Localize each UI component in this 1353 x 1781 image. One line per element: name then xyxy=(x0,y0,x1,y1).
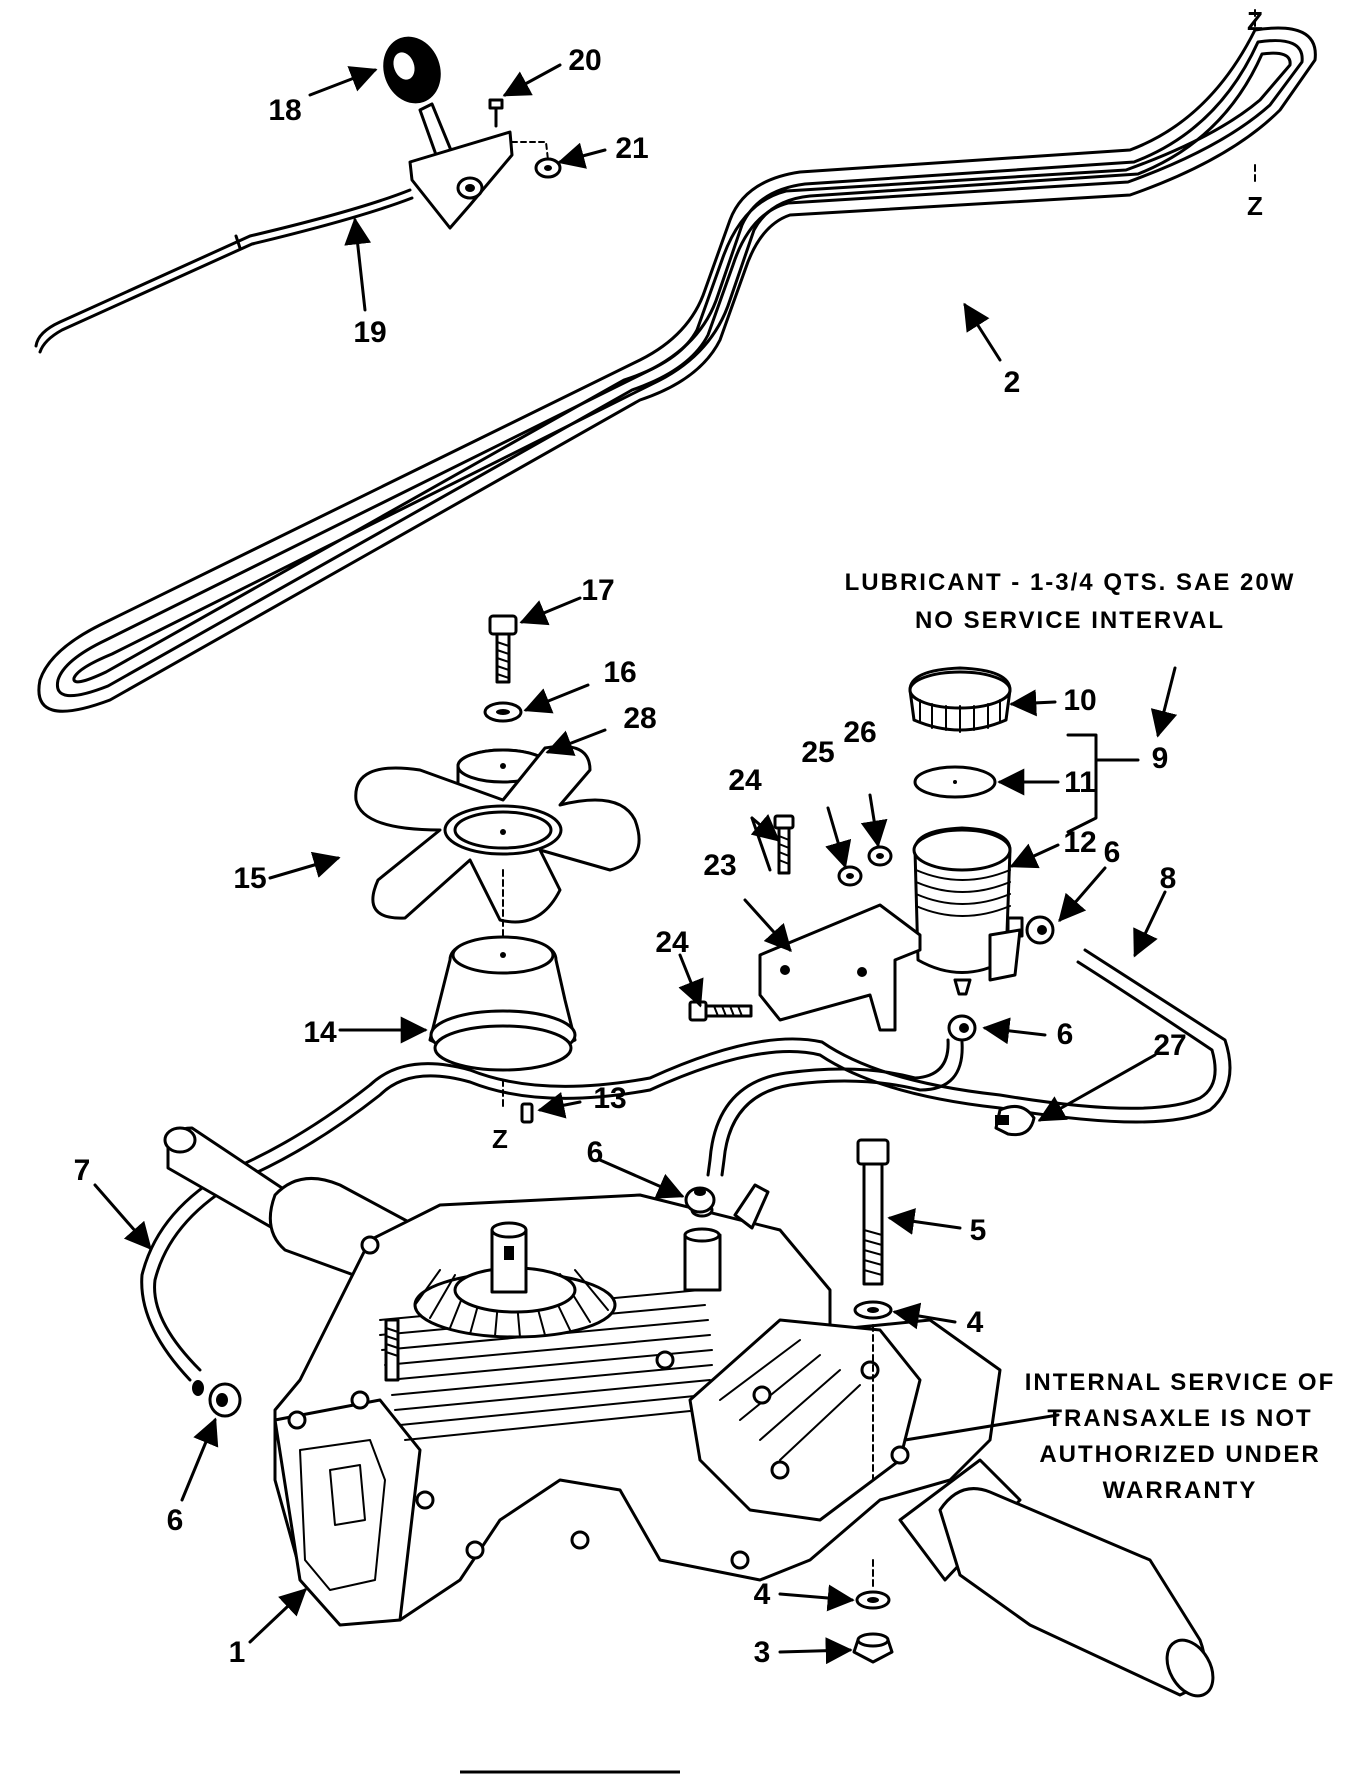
callout-26: 26 xyxy=(843,716,876,749)
lubricant-note-line1: LUBRICANT - 1-3/4 QTS. SAE 20W xyxy=(845,569,1296,596)
callout-16: 16 xyxy=(603,656,636,689)
callout-4-bottom: 4 xyxy=(754,1578,771,1611)
callout-17: 17 xyxy=(581,574,614,607)
callout-11: 11 xyxy=(1064,766,1096,799)
fan-pulley-assembly xyxy=(354,614,641,1124)
drive-belt xyxy=(37,9,1317,713)
callout-7: 7 xyxy=(74,1154,91,1187)
callout-10: 10 xyxy=(1063,684,1096,717)
callout-1: 1 xyxy=(229,1636,246,1669)
control-cable xyxy=(34,188,412,348)
callout-23: 23 xyxy=(703,849,736,882)
callout-4-top: 4 xyxy=(967,1306,984,1339)
shift-control-assembly xyxy=(34,36,562,354)
leader-lines xyxy=(93,63,1178,1665)
callout-6-bottom: 6 xyxy=(1057,1018,1074,1051)
callout-24-top: 24 xyxy=(728,764,762,797)
callout-2: 2 xyxy=(1004,366,1021,399)
callout-13: 13 xyxy=(593,1082,626,1115)
transaxle xyxy=(163,1126,1215,1698)
service-note-line4: WARRANTY xyxy=(1103,1477,1258,1504)
mounting-hardware xyxy=(852,1138,894,1664)
callout-24-bottom: 24 xyxy=(655,926,689,959)
callout-19: 19 xyxy=(353,316,386,349)
callout-28: 28 xyxy=(623,702,656,735)
callout-27: 27 xyxy=(1153,1029,1186,1062)
callout-15: 15 xyxy=(233,862,266,895)
lubricant-note-line2: NO SERVICE INTERVAL xyxy=(915,607,1225,634)
callout-6-reservoir: 6 xyxy=(1104,836,1121,869)
callout-6-left: 6 xyxy=(167,1504,184,1537)
callout-25: 25 xyxy=(801,736,834,769)
callout-5: 5 xyxy=(970,1214,987,1247)
callout-20: 20 xyxy=(568,44,601,77)
axis-z-bottom: Z xyxy=(1247,191,1263,221)
oil-reservoir-assembly xyxy=(688,666,1055,1042)
callout-18: 18 xyxy=(268,94,301,127)
axis-z-center: Z xyxy=(492,1124,508,1154)
notes: LUBRICANT - 1-3/4 QTS. SAE 20W NO SERVIC… xyxy=(845,569,1335,1504)
hose-clamp xyxy=(994,1104,1036,1137)
callout-8: 8 xyxy=(1160,862,1177,895)
callout-21: 21 xyxy=(615,132,648,165)
reservoir-bracket xyxy=(758,903,922,1032)
axis-z-top: Z xyxy=(1247,6,1263,36)
callout-12: 12 xyxy=(1063,826,1096,859)
axis-markers: Z Z Z xyxy=(492,6,1263,1154)
callout-14: 14 xyxy=(303,1016,337,1049)
service-note-line2: TRANSAXLE IS NOT xyxy=(1047,1405,1312,1432)
service-note-line3: AUTHORIZED UNDER xyxy=(1039,1441,1320,1468)
callout-labels: 18 20 21 19 2 17 16 28 15 14 13 7 6 5 4 … xyxy=(74,44,1187,1669)
service-note-line1: INTERNAL SERVICE OF xyxy=(1025,1369,1335,1396)
callout-3: 3 xyxy=(754,1636,771,1669)
callout-9: 9 xyxy=(1152,742,1169,775)
callout-6-hub: 6 xyxy=(587,1136,604,1169)
